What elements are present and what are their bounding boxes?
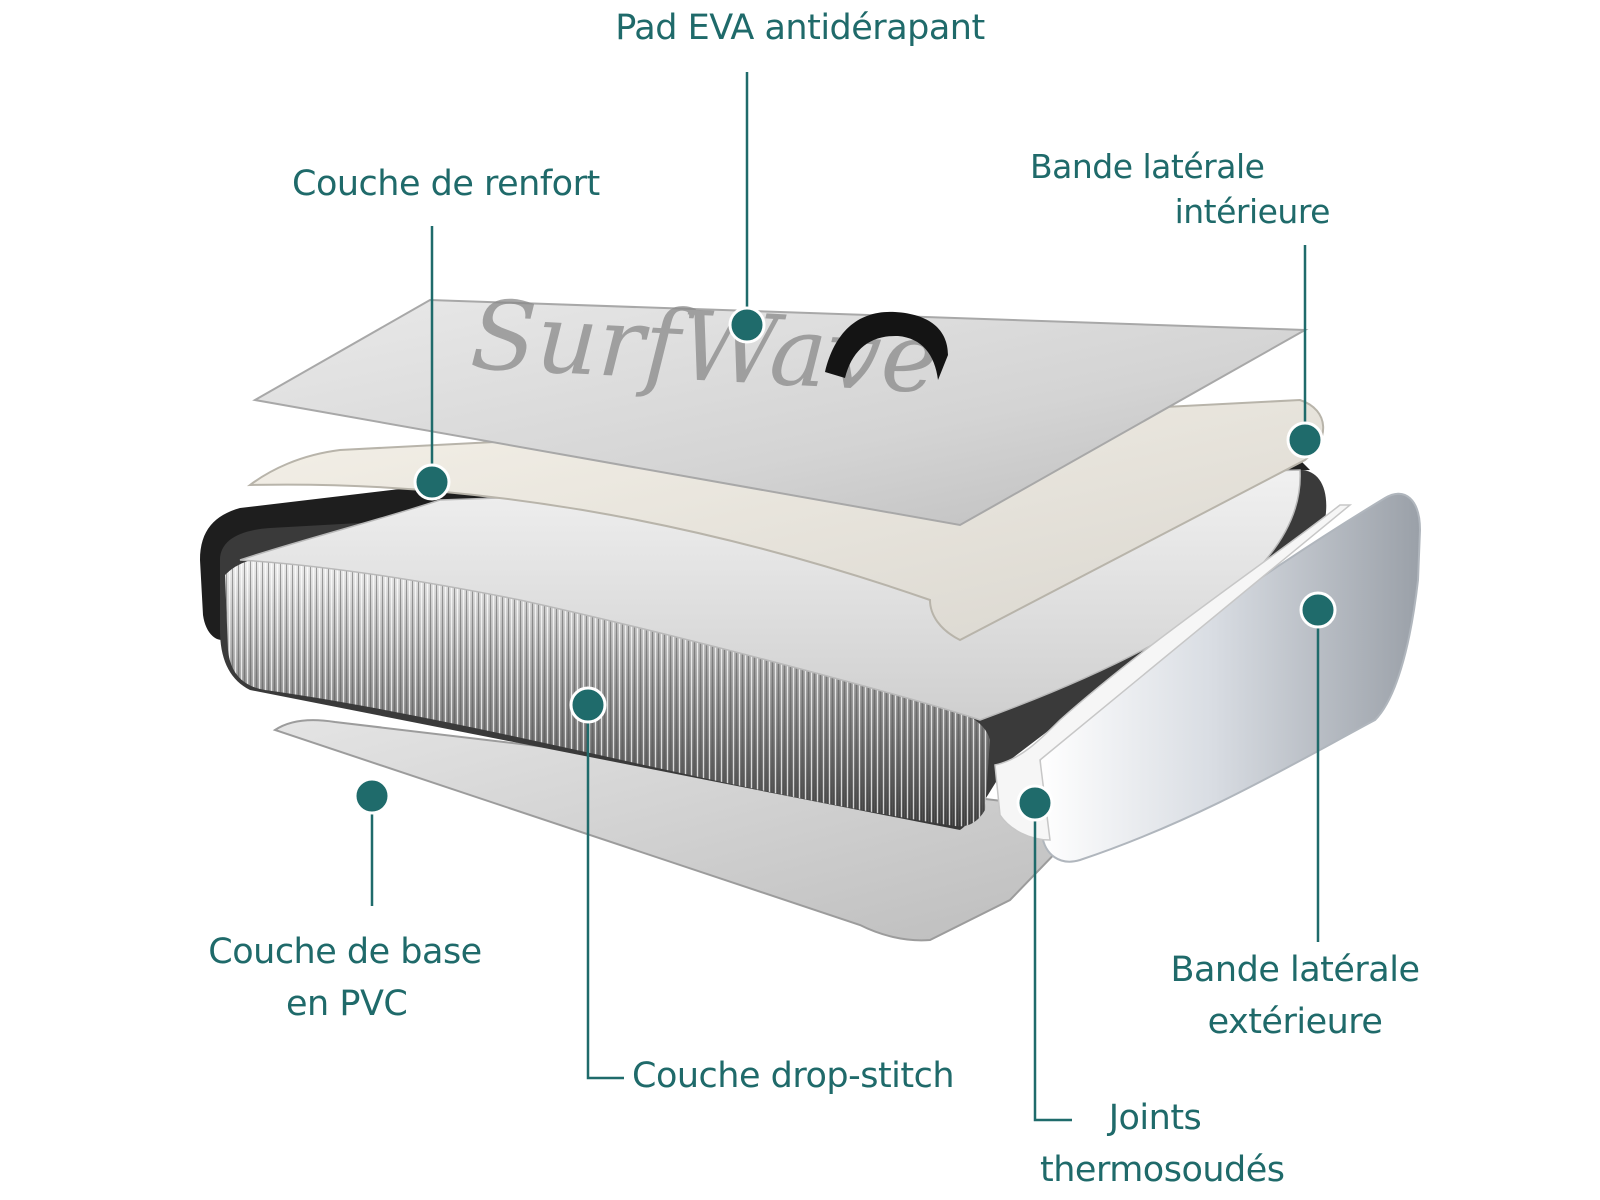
label-reinforcement: Couche de renfort (292, 158, 600, 210)
marker-inner-rail (1286, 421, 1324, 459)
label-eva-pad: Pad EVA antidérapant (560, 2, 1040, 54)
marker-seams (1016, 784, 1054, 822)
label-base-line2: en PVC (286, 984, 408, 1024)
base-pvc-layer (272, 719, 1098, 942)
label-inner-rail: Bande latérale intérieure (1030, 144, 1331, 234)
markers (353, 306, 1337, 822)
leader-lines (370, 72, 1320, 1122)
label-seams-line1: Joints (1108, 1098, 1202, 1138)
label-outer-rail: Bande latérale extérieure (1150, 944, 1440, 1048)
carry-handle (825, 311, 948, 380)
label-drop-stitch-text: Couche drop-stitch (632, 1056, 955, 1096)
marker-eva-pad (728, 306, 766, 344)
label-outer-rail-line1: Bande latérale (1170, 950, 1420, 990)
label-base: Couche de base en PVC (200, 926, 490, 1030)
label-inner-rail-line1: Bande latérale (1030, 147, 1265, 186)
label-base-line1: Couche de base (208, 932, 482, 972)
marker-outer-rail (1299, 591, 1337, 629)
marker-base (353, 777, 391, 815)
label-reinforcement-text: Couche de renfort (292, 164, 600, 204)
marker-reinforcement (413, 463, 451, 501)
label-inner-rail-line2: intérieure (1174, 192, 1331, 231)
label-drop-stitch: Couche drop-stitch (632, 1050, 955, 1102)
label-outer-rail-line2: extérieure (1207, 1002, 1383, 1042)
label-seams-line2: thermosoudés (1040, 1150, 1285, 1190)
label-eva-pad-text: Pad EVA antidérapant (615, 8, 985, 48)
marker-drop-stitch (569, 686, 607, 724)
label-seams: Joints thermosoudés (1040, 1092, 1285, 1196)
